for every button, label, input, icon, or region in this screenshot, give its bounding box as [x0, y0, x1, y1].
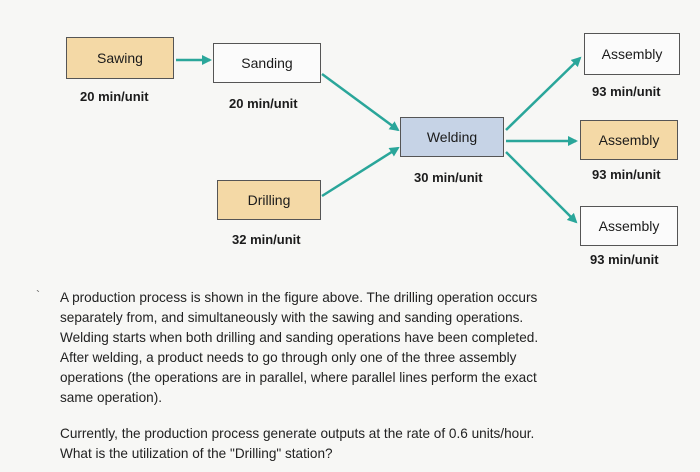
station-sanding: Sanding: [213, 43, 321, 83]
arrow-welding-to-assembly-1: [505, 56, 582, 131]
bullet-mark: `: [36, 288, 40, 302]
problem-line: same operation).: [60, 390, 163, 405]
question-line: Currently, the production process genera…: [60, 426, 535, 441]
station-assembly-1-rate: 93 min/unit: [592, 84, 661, 99]
problem-line: A production process is shown in the fig…: [60, 290, 538, 305]
station-assembly-1: Assembly: [584, 33, 680, 75]
station-drilling-label: Drilling: [247, 192, 291, 208]
station-drilling-rate: 32 min/unit: [232, 232, 301, 247]
station-welding-label: Welding: [426, 129, 478, 145]
station-sawing-rate: 20 min/unit: [80, 89, 149, 104]
station-sawing: Sawing: [66, 37, 174, 79]
problem-line: separately from, and simultaneously with…: [60, 310, 524, 325]
station-assembly-2-rate: 93 min/unit: [592, 167, 661, 182]
station-welding: Welding: [400, 117, 504, 157]
arrow-drilling-to-welding: [321, 146, 400, 198]
problem-line: operations (the operations are in parall…: [60, 370, 537, 385]
station-assembly-1-label: Assembly: [601, 46, 663, 62]
station-assembly-3: Assembly: [580, 206, 678, 246]
station-sanding-rate: 20 min/unit: [229, 96, 298, 111]
station-drilling: Drilling: [217, 180, 321, 220]
question-line: What is the utilization of the "Drilling…: [60, 446, 333, 461]
station-assembly-2-label: Assembly: [598, 132, 660, 148]
station-assembly-3-label: Assembly: [598, 218, 660, 234]
station-assembly-2: Assembly: [580, 120, 678, 160]
station-welding-rate: 30 min/unit: [414, 170, 483, 185]
problem-line: Welding starts when both drilling and sa…: [60, 330, 539, 345]
station-assembly-3-rate: 93 min/unit: [590, 252, 659, 267]
station-sawing-label: Sawing: [97, 50, 143, 66]
station-sanding-label: Sanding: [241, 55, 293, 71]
problem-line: After welding, a product needs to go thr…: [60, 350, 517, 365]
arrow-sanding-to-welding: [321, 72, 400, 132]
arrow-welding-to-assembly-3: [505, 151, 578, 224]
